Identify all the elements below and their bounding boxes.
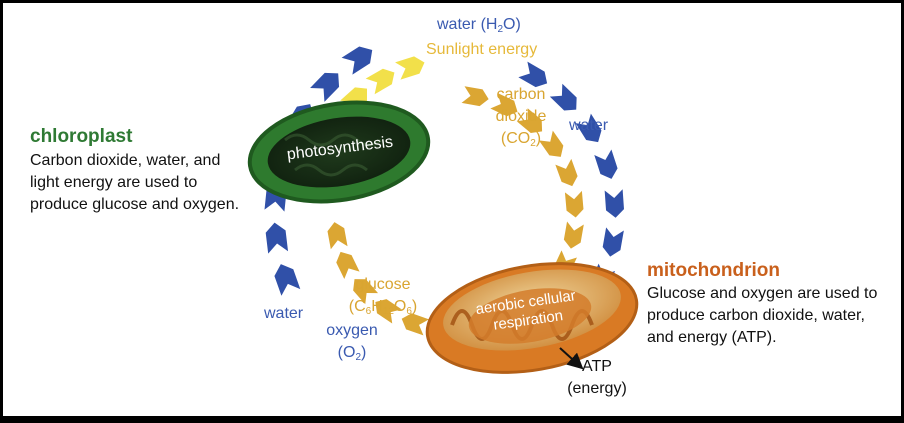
sunlight-arrow-chevron <box>365 68 395 95</box>
water-arrow-chevron <box>265 222 289 254</box>
mitochondrion-organelle <box>425 262 639 374</box>
arrow-chevrons <box>264 46 624 336</box>
carbon-dioxide-arrow-chevron <box>490 93 518 117</box>
chloroplast-title: chloroplast <box>30 126 133 147</box>
carbon-dioxide-arrow-chevron <box>538 130 564 157</box>
water-arrow-chevron <box>518 61 548 88</box>
glucose-arrow-chevron <box>327 222 348 250</box>
water-arrow-chevron <box>274 264 301 296</box>
glucose-arrow-chevron <box>401 313 430 336</box>
carbon-dioxide-label: carbon dioxide (CO2) <box>495 86 547 149</box>
glucose-label: glucose (C6H12O6) <box>348 276 418 317</box>
glucose-arrow-chevron <box>375 299 402 324</box>
oxygen-label: oxygen (O2) <box>326 322 378 363</box>
sunlight-energy-label: Sunlight energy <box>426 41 538 58</box>
water-right-label: water <box>569 117 609 134</box>
carbon-dioxide-arrow-chevron <box>461 86 489 107</box>
water-left-label: water <box>264 305 304 322</box>
mitochondrion-description: Glucose and oxygen are used to produce c… <box>647 285 878 346</box>
glucose-arrow-chevron <box>353 279 379 305</box>
chloroplast-description: Carbon dioxide, water, and light energy … <box>30 152 240 213</box>
chloroplast-organelle <box>247 100 431 204</box>
carbon-dioxide-arrow-chevron <box>516 108 543 134</box>
water-arrow-chevron <box>341 46 373 75</box>
carbon-dioxide-arrow-chevron <box>555 158 578 187</box>
water-top-label: water (H2O) <box>437 16 521 35</box>
carbon-dioxide-arrow-chevron <box>564 190 584 218</box>
sunlight-arrow-chevron <box>395 56 425 80</box>
glucose-arrow-chevron <box>336 251 360 280</box>
carbon-dioxide-arrow-chevron <box>563 221 584 249</box>
water-arrow-chevron <box>602 227 624 257</box>
water-arrow-chevron <box>310 72 340 102</box>
atp-label: ATP (energy) <box>567 358 627 397</box>
water-arrow-chevron <box>604 189 624 218</box>
mitochondrion-title: mitochondrion <box>647 260 780 281</box>
water-arrow-chevron <box>575 113 602 143</box>
water-arrow-chevron <box>594 149 618 179</box>
water-arrow-chevron <box>549 83 577 111</box>
